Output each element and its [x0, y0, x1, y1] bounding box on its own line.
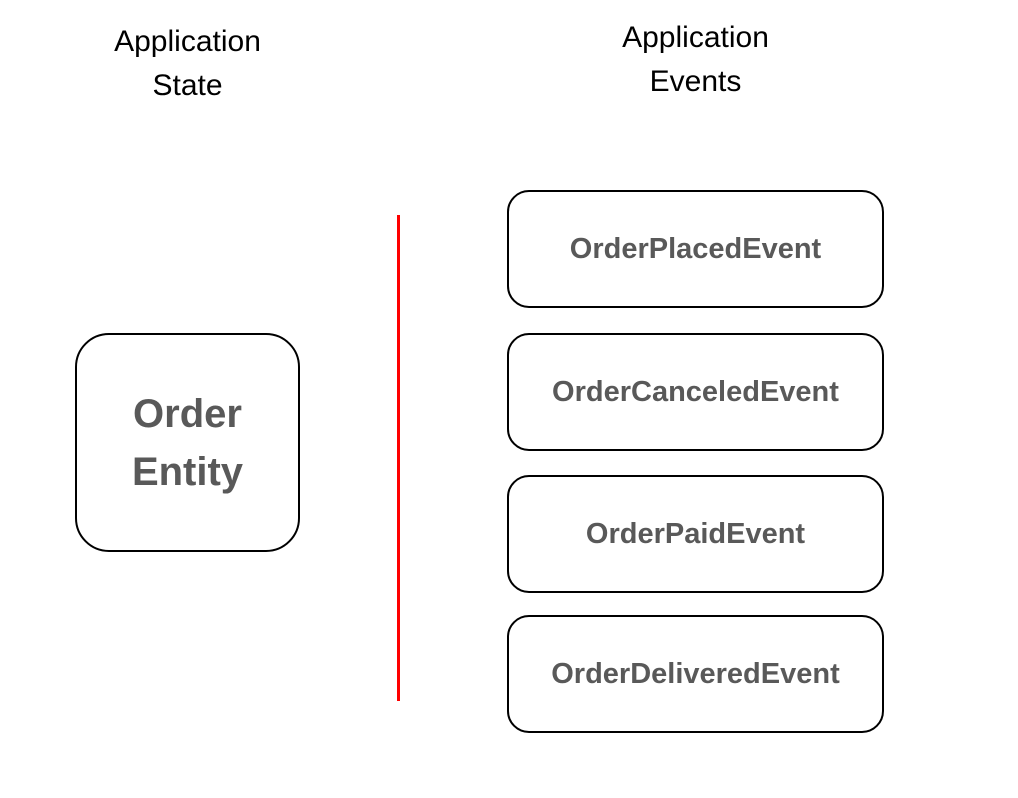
event-box-order-canceled: OrderCanceledEvent [507, 333, 884, 451]
event-label-order-paid: OrderPaidEvent [585, 517, 806, 550]
application-state-heading: Application State [114, 25, 261, 102]
order-entity-box: Order Entity [75, 333, 300, 552]
application-events-heading: Application Events [622, 21, 769, 98]
order-entity-label: Order Entity [131, 391, 244, 494]
event-label-order-delivered: OrderDeliveredEvent [551, 657, 840, 690]
event-box-order-paid: OrderPaidEvent [507, 475, 884, 593]
state-events-divider-line [397, 215, 400, 701]
event-box-order-placed: OrderPlacedEvent [507, 190, 884, 308]
event-label-order-placed: OrderPlacedEvent [569, 232, 822, 265]
event-label-order-canceled: OrderCanceledEvent [552, 375, 839, 408]
event-box-order-delivered: OrderDeliveredEvent [507, 615, 884, 733]
